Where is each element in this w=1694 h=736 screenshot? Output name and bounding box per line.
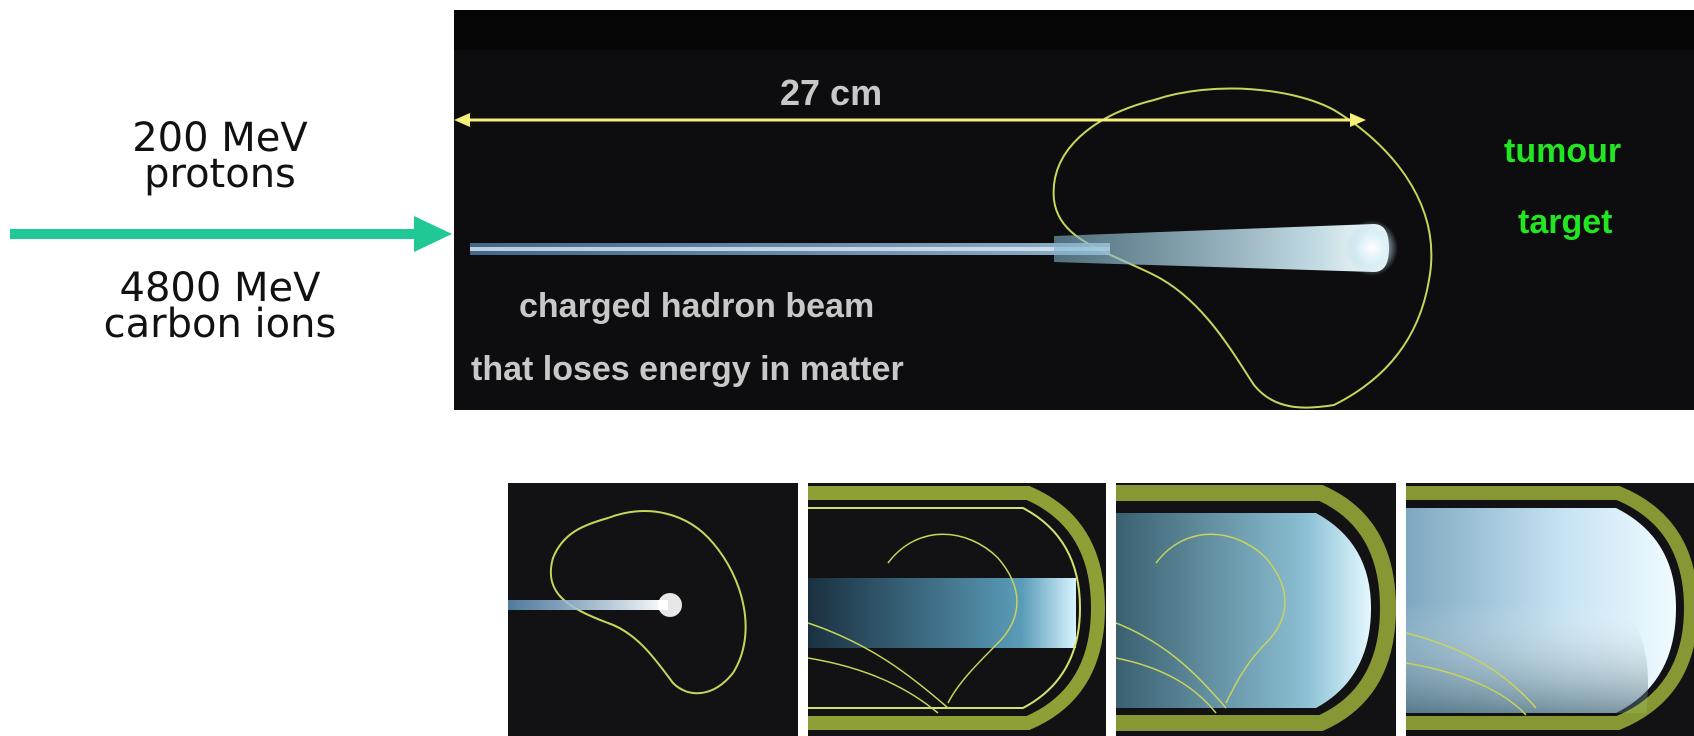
tumour-contour-small	[549, 510, 747, 695]
protons-label: 200 MeV protons	[70, 115, 370, 197]
arrow-head-icon	[414, 216, 452, 252]
protons-particle: protons	[144, 151, 296, 197]
carbon-energy: 4800 MeV	[119, 265, 321, 311]
dose-panel-4	[1406, 483, 1694, 736]
carbon-particle: carbon ions	[103, 301, 337, 347]
dose-panel-1	[508, 483, 798, 736]
carbon-label: 4800 MeV carbon ions	[70, 265, 370, 347]
measure-left-arrow-icon	[454, 113, 470, 127]
beam-description-line2: that loses energy in matter	[471, 350, 904, 388]
tumour-label: tumour	[1504, 132, 1622, 170]
bragg-peak	[1054, 224, 1389, 272]
beam-simulation-panel: 27 cm charged hadron beam that loses ene…	[454, 10, 1694, 410]
distance-label: 27 cm	[780, 72, 883, 113]
beam-illustration	[454, 87, 1433, 409]
dose-panel-3	[1116, 483, 1396, 736]
measure-right-arrow-icon	[1350, 113, 1366, 127]
beam-direction-arrow	[10, 229, 415, 239]
target-label: target	[1518, 203, 1613, 241]
protons-energy: 200 MeV	[132, 115, 308, 161]
dose-panel-2	[808, 483, 1106, 736]
beam-description-line1: charged hadron beam	[519, 287, 875, 325]
panel-top-band	[454, 10, 1694, 50]
tumour-contour	[1052, 87, 1433, 409]
